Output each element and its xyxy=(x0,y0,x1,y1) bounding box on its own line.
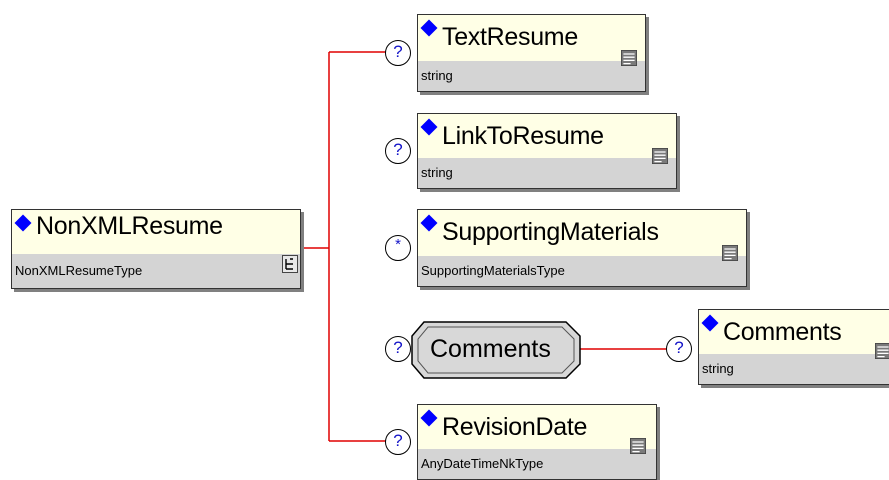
occurrence-optional-icon: ? xyxy=(385,429,411,455)
expand-children-icon[interactable] xyxy=(282,255,298,273)
documentation-icon[interactable] xyxy=(630,437,646,455)
element-type: string xyxy=(699,354,889,384)
element-type: SupportingMaterialsType xyxy=(418,256,746,286)
group-comments[interactable] xyxy=(410,320,582,380)
element-name: NonXMLResume xyxy=(36,212,223,240)
element-name: Comments xyxy=(723,318,842,346)
diamond-icon xyxy=(701,314,719,332)
occurrence-optional-icon: ? xyxy=(385,336,411,362)
diamond-icon xyxy=(14,214,32,232)
element-type: string xyxy=(418,61,645,91)
element-name: SupportingMaterials xyxy=(442,218,659,246)
documentation-icon[interactable] xyxy=(875,342,889,360)
element-name: LinkToResume xyxy=(442,122,604,150)
element-type: NonXMLResumeType xyxy=(12,254,300,288)
element-name: RevisionDate xyxy=(442,413,588,441)
diamond-icon xyxy=(420,118,438,136)
connectors xyxy=(301,51,666,442)
element-type: string xyxy=(418,158,676,188)
element-revisiondate[interactable]: RevisionDate AnyDateTimeNkType xyxy=(417,404,657,480)
element-type: AnyDateTimeNkType xyxy=(418,449,656,479)
group-label: Comments xyxy=(430,335,551,363)
element-supportingmaterials[interactable]: SupportingMaterials SupportingMaterialsT… xyxy=(417,209,747,287)
element-name: TextResume xyxy=(442,23,578,51)
diamond-icon xyxy=(420,214,438,232)
diamond-icon xyxy=(420,19,438,37)
diamond-icon xyxy=(420,409,438,427)
documentation-icon[interactable] xyxy=(652,147,668,165)
occurrence-optional-icon: ? xyxy=(385,40,411,66)
occurrence-optional-icon: ? xyxy=(666,336,692,362)
occurrence-optional-icon: ? xyxy=(385,138,411,164)
element-comments[interactable]: Comments string xyxy=(698,309,889,385)
documentation-icon[interactable] xyxy=(722,244,738,262)
documentation-icon[interactable] xyxy=(621,49,637,67)
element-textresume[interactable]: TextResume string xyxy=(417,14,646,92)
element-linktoresume[interactable]: LinkToResume string xyxy=(417,113,677,189)
occurrence-repeating-icon: * xyxy=(385,235,411,261)
element-nonxmlresume[interactable]: NonXMLResume NonXMLResumeType xyxy=(11,209,301,289)
